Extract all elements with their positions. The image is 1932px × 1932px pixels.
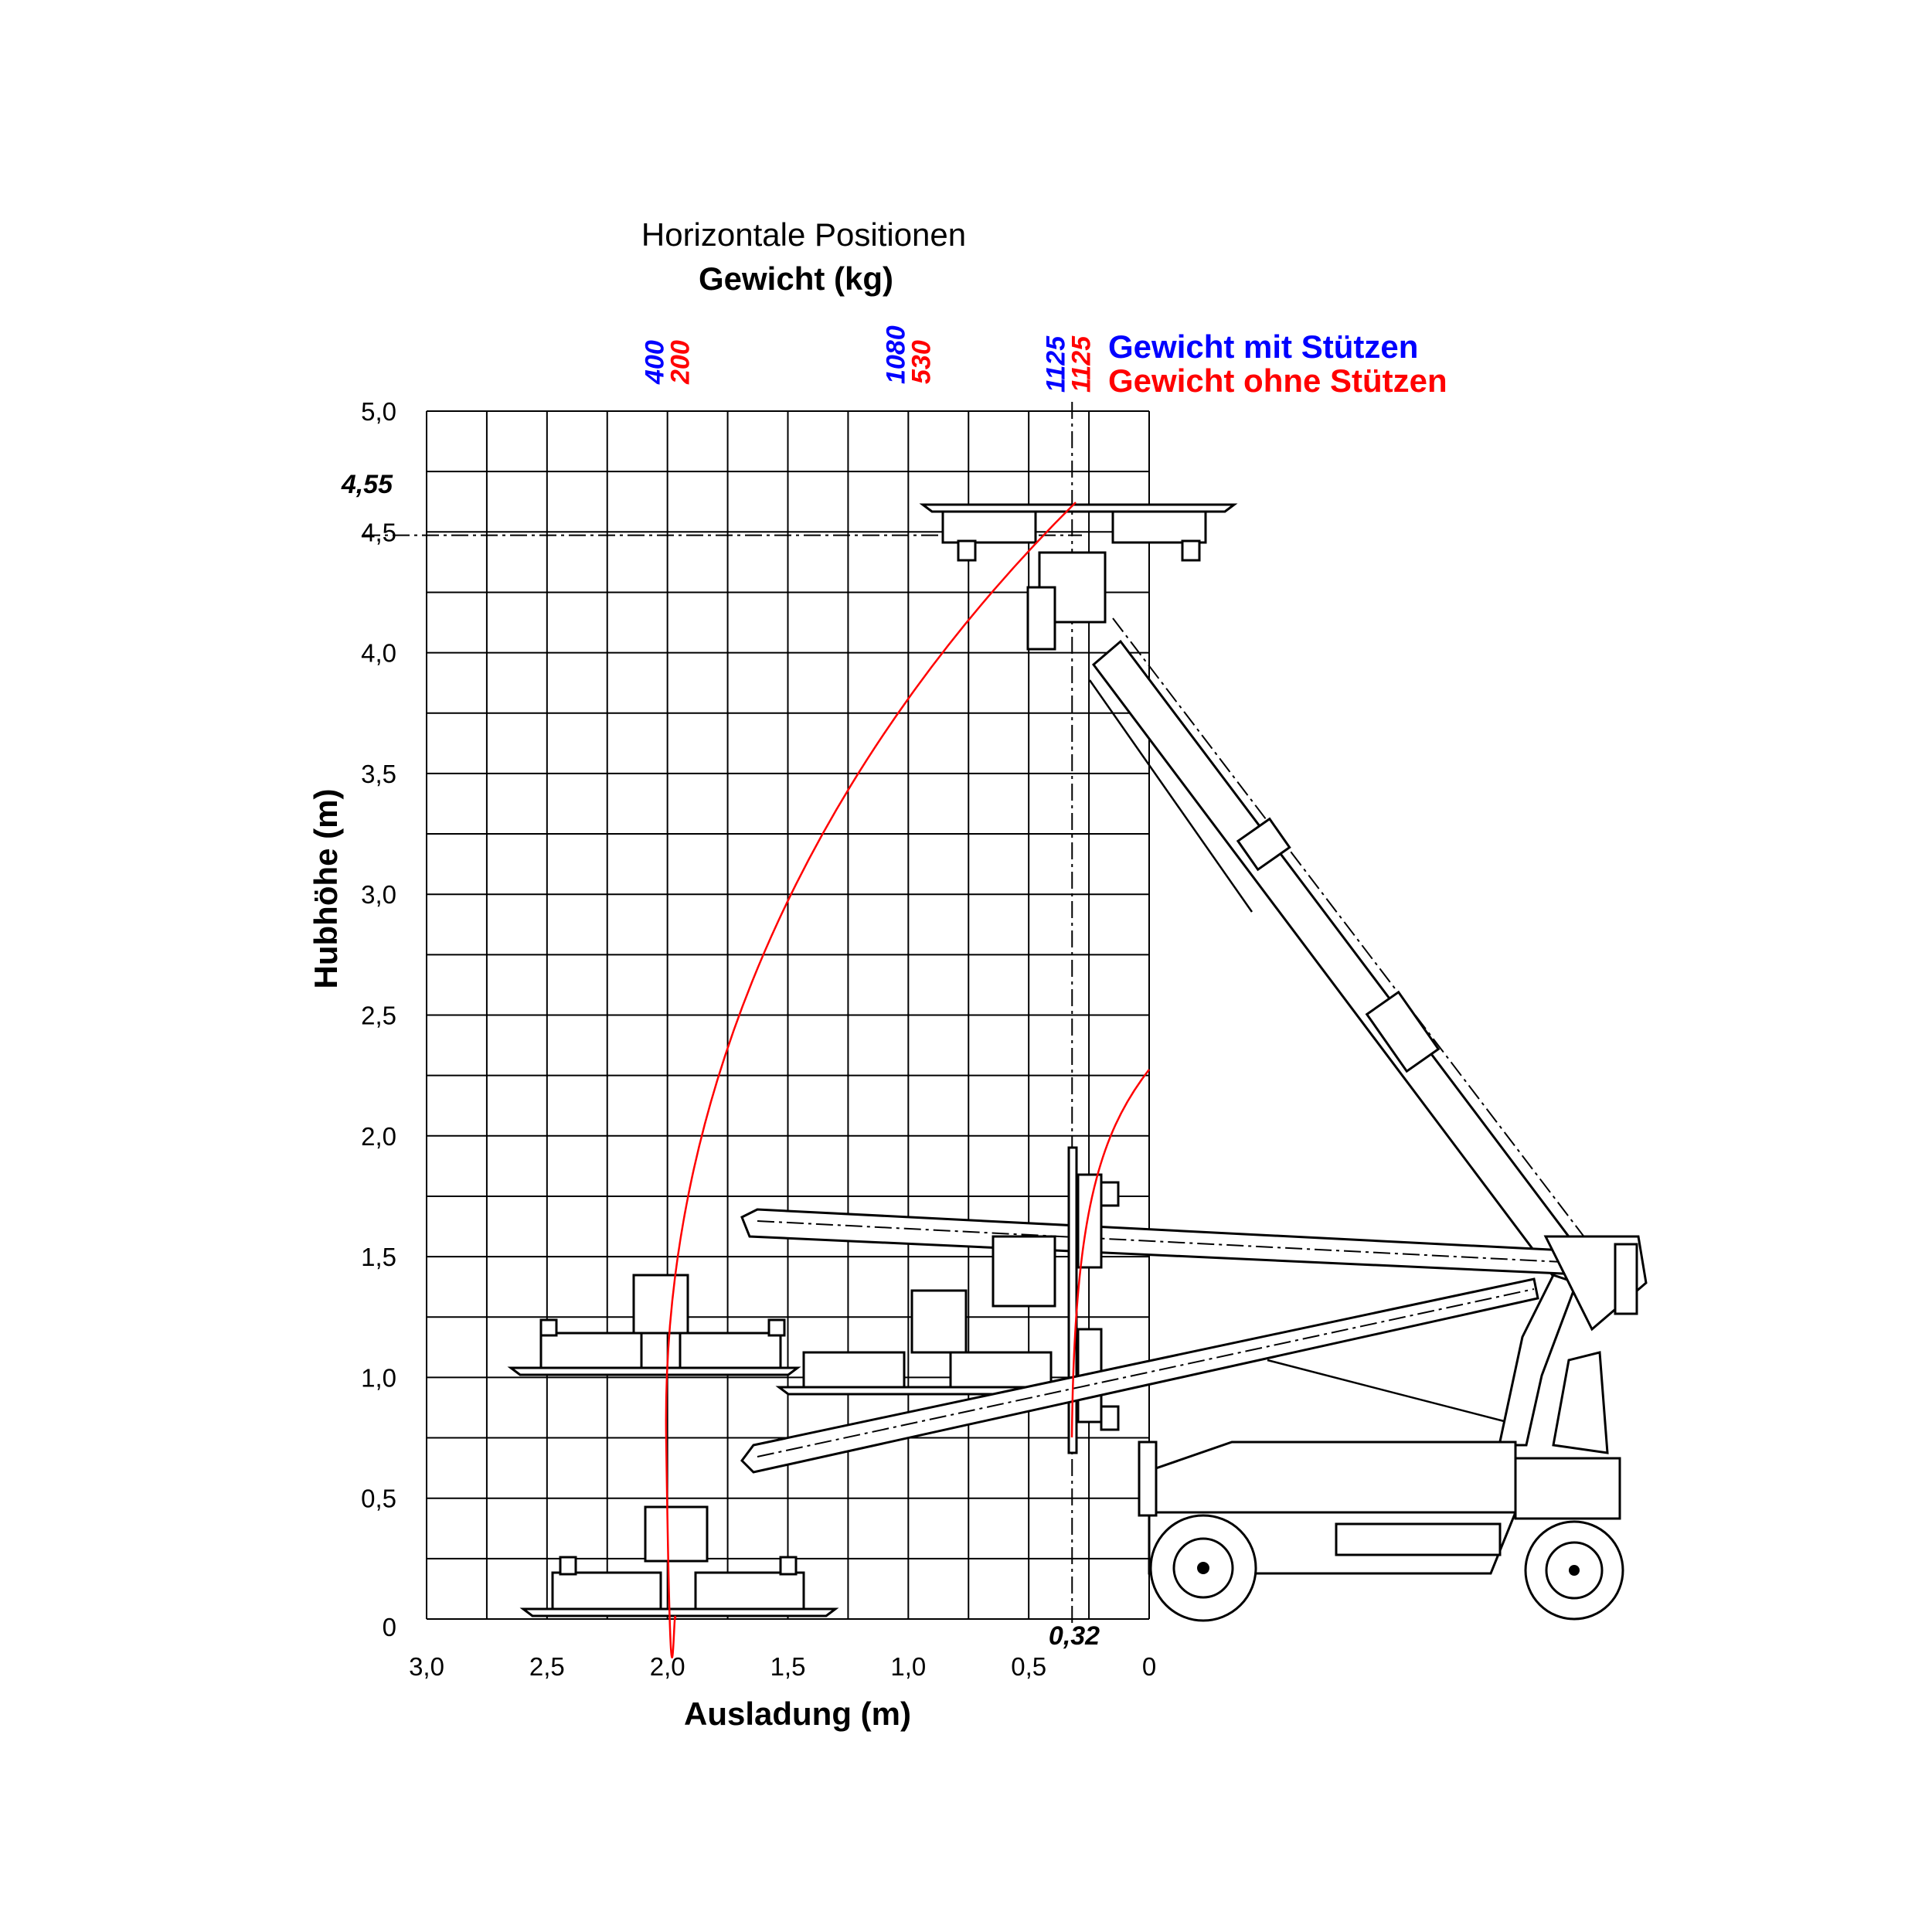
reach-curve-short bbox=[1070, 1069, 1150, 1438]
x-tick-label: 3,0 bbox=[409, 1652, 444, 1681]
y-tick-label: 2,5 bbox=[361, 1002, 396, 1030]
y-tick-label: 0,5 bbox=[361, 1485, 396, 1513]
reach-curve-main bbox=[665, 502, 1077, 1659]
y-tick-label: 3,0 bbox=[361, 880, 396, 909]
x-tick-label: 1,0 bbox=[890, 1652, 926, 1681]
boom-raised bbox=[1088, 617, 1608, 1289]
weight-without-outriggers: 530 bbox=[906, 340, 936, 384]
y-tick-label: 4,0 bbox=[361, 639, 396, 668]
x-axis-title: Ausladung (m) bbox=[684, 1696, 911, 1732]
legend-without-outriggers: Gewicht ohne Stützen bbox=[1108, 362, 1447, 399]
vacuum-frame-middle-left bbox=[507, 1274, 801, 1376]
weight-with-outriggers: 400 bbox=[641, 340, 670, 385]
weight-with-outriggers: 1080 bbox=[881, 325, 910, 384]
y-tick-label: 1,0 bbox=[361, 1363, 396, 1392]
chart-title: Horizontale Positionen bbox=[641, 216, 966, 253]
vacuum-frame-top bbox=[919, 503, 1238, 651]
legend-with-outriggers: Gewicht mit Stützen bbox=[1108, 328, 1418, 365]
x-tick-label: 2,0 bbox=[650, 1652, 685, 1681]
x-tick-label: 0 bbox=[1142, 1652, 1156, 1681]
vacuum-frame-bottom bbox=[519, 1505, 839, 1617]
x-tick-label: 2,5 bbox=[529, 1652, 565, 1681]
weight-without-outriggers: 1125 bbox=[1066, 335, 1096, 393]
boom-lowered bbox=[740, 1277, 1539, 1474]
weight-with-outriggers: 1125 bbox=[1041, 335, 1070, 393]
min-reach-label: 0,32 bbox=[1049, 1621, 1100, 1651]
weight-without-outriggers: 200 bbox=[666, 340, 696, 385]
y-tick-label: 0 bbox=[383, 1613, 396, 1641]
y-tick-label: 2,0 bbox=[361, 1122, 396, 1151]
x-tick-label: 1,5 bbox=[770, 1652, 806, 1681]
y-tick-label: 3,5 bbox=[361, 760, 396, 788]
x-tick-label: 0,5 bbox=[1011, 1652, 1046, 1681]
chart-subtitle: Gewicht (kg) bbox=[699, 260, 893, 297]
y-tick-label: 1,5 bbox=[361, 1243, 396, 1271]
crane-mast bbox=[1498, 1235, 1648, 1454]
crane-vehicle bbox=[1138, 1440, 1624, 1622]
y-axis-title: Hubhöhe (m) bbox=[308, 789, 344, 989]
y-tick-label: 5,0 bbox=[361, 397, 396, 426]
axis-ticks: 3,0 2,5 2,0 1,5 1,0 0,5 0 0 0,5 1,0 1,5 2,0 2,5 3,0 3,… bbox=[361, 397, 1156, 1681]
crane-illustration bbox=[507, 503, 1648, 1622]
max-height-label: 4,55 bbox=[341, 470, 393, 499]
boom-middle bbox=[740, 1208, 1597, 1308]
y-tick-label: 4,5 bbox=[361, 518, 396, 546]
